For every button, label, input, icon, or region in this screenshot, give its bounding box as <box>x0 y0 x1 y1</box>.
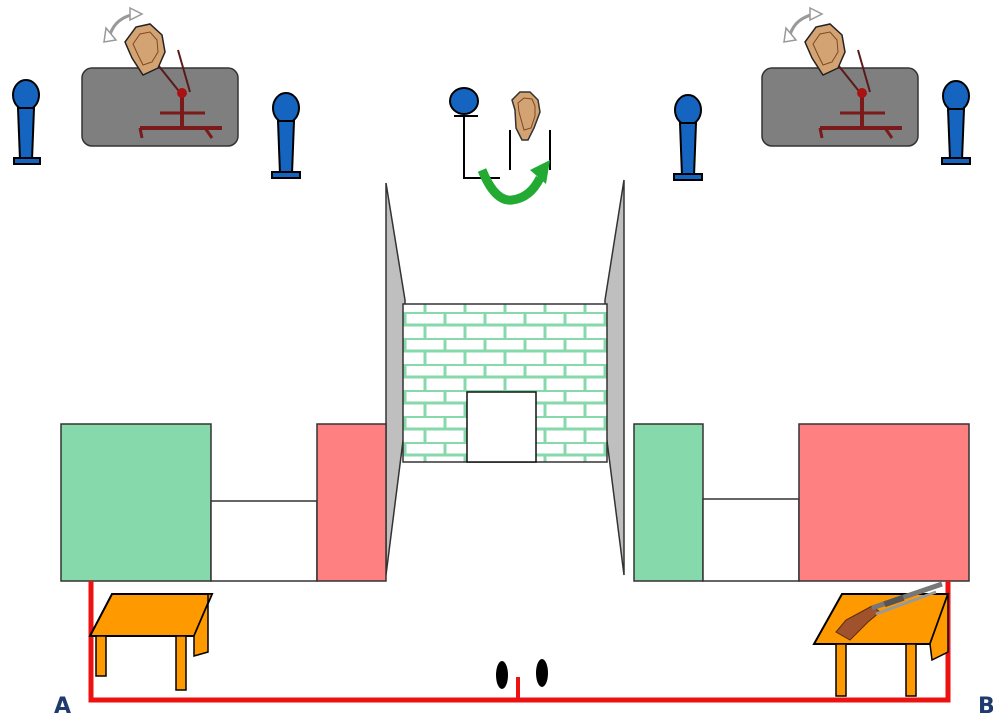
swinger-target-right <box>761 6 919 147</box>
barrier-right-opening <box>702 498 800 582</box>
barrier-right-red <box>798 423 970 582</box>
steel-popper-target-2 <box>271 92 301 179</box>
swinger-target-left <box>81 6 239 147</box>
barrier-left-red <box>316 423 387 582</box>
corner-label-start: A <box>54 694 71 715</box>
corner-label-end: B <box>978 694 993 715</box>
barrier-right-green <box>633 423 704 582</box>
fault-line-left <box>385 182 406 576</box>
barrier-left-opening <box>210 500 318 582</box>
fault-line-right <box>604 179 625 576</box>
table-left <box>88 593 214 691</box>
rifle-icon <box>835 581 943 641</box>
barrier-left-green <box>60 423 212 582</box>
table-right <box>812 593 950 697</box>
start-position-footprints <box>496 659 548 689</box>
steel-popper-target-4 <box>941 80 971 165</box>
activated-target-center <box>449 87 551 205</box>
steel-popper-target-1 <box>12 79 41 165</box>
brick-wall <box>402 303 608 463</box>
steel-popper-target-3 <box>673 94 703 181</box>
wall-window-opening <box>466 391 537 463</box>
